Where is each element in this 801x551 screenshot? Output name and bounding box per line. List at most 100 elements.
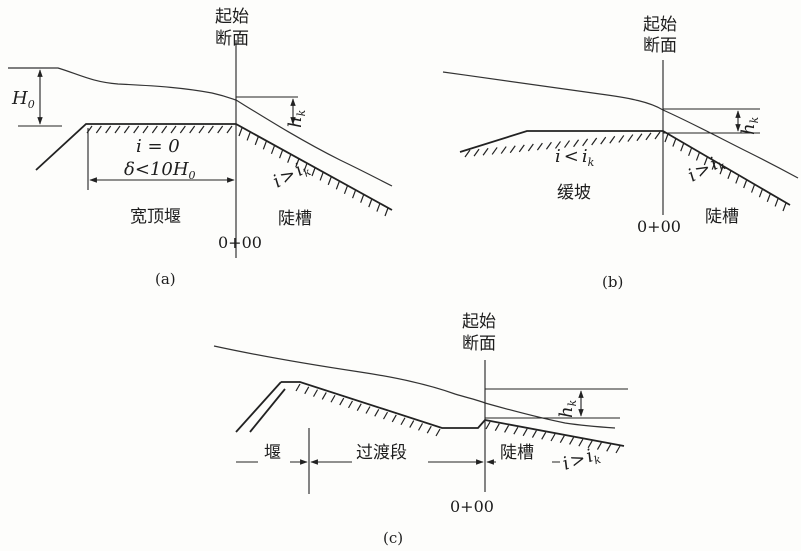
hatch-mark [238,127,243,137]
weir-upstream-face-inner [249,388,286,433]
hatch-mark [494,423,500,432]
hatch-mark [774,198,779,207]
hatch-mark [550,433,556,442]
hatch-mark [400,417,406,426]
hatch-mark [161,125,168,134]
hatch-mark [573,139,580,148]
hatch-mark [609,135,616,144]
hatch-mark [636,133,643,142]
panel-a: H0 hk 起始 断面 i = 0 δ<10H0 i>ik 宽顶堰 陡槽 0+0… [8,7,393,288]
hatch-mark [782,202,787,212]
hatch-mark [587,440,593,449]
hatch-mark [321,392,327,400]
hatch-mark [311,167,316,177]
caption-b: (b) [602,273,623,291]
hatch-mark [295,158,300,168]
hatch-mark [672,138,677,147]
hatch-mark [735,175,740,184]
mild-slope-text: 缓坡 [557,183,591,203]
chute-label: 陡槽 [500,443,534,463]
hatch-mark [719,165,724,175]
hatch-mark [582,138,589,147]
weir-label: 堰 [264,443,281,463]
caption-c: (c) [383,529,403,547]
hatch-mark [509,145,516,154]
water-surface-curve [213,345,616,429]
hatch-mark [569,437,575,445]
zero-slope-label: i = 0 [136,136,180,157]
hatch-mark [343,185,349,194]
hatch-mark [518,144,525,153]
start-section-label-bottom: 断面 [215,29,249,49]
critical-depth-label: hk [738,116,761,135]
hatch-mark [304,386,310,395]
start-section-label-top: 起始 [215,7,249,27]
hatch-mark [312,389,319,397]
start-section-label-top: 起始 [643,15,677,35]
hatch-mark [513,426,519,435]
hatch-mark [743,179,748,189]
hatch-mark [368,198,373,208]
hatch-mark [105,125,112,134]
hatch-mark [409,420,415,428]
hatch-mark [226,125,233,134]
critical-depth-label: hk [285,109,308,128]
hatch-mark [142,125,149,134]
hatch-mark [554,141,561,149]
station-label: 0+00 [218,233,262,252]
hatch-mark [627,134,634,142]
hatch-mark [151,125,158,134]
hatch-mark [356,403,362,411]
hatch-mark [664,133,669,143]
hatch-mark [123,125,130,134]
hatch-mark [545,141,552,150]
chute-label: 陡槽 [278,209,312,229]
hatch-mark [564,140,571,148]
hatch-mark [711,161,716,170]
chute-hatching [664,133,787,212]
weir-label-bg [258,442,290,464]
transition-label: 过渡段 [356,443,407,463]
hatch-mark [360,194,365,203]
hatch-mark [504,425,510,433]
hatch-mark [596,442,602,450]
hatch-mark [766,193,771,203]
hatch-mark [327,176,332,186]
hatch-mark [384,207,389,217]
panel-b: hk 起始 断面 i<ik 缓坡 i>ik 陡槽 0+00 (b) [442,15,799,291]
hatch-mark [262,141,267,150]
weir-transition-and-chute-bed [281,381,625,447]
hatch-mark [246,132,251,141]
hatch-mark [198,125,205,134]
hatch-mark [303,163,308,172]
hatch-mark [270,145,276,154]
hatch-mark [750,184,756,193]
head-label: H0 [11,88,35,111]
hatch-mark [600,136,607,145]
broad-crested-weir-label: 宽顶堰 [130,207,181,227]
hatch-mark [207,125,214,134]
hatch-mark [591,137,598,146]
hatch-mark [382,411,389,420]
chute-label-bg [496,442,552,464]
hatch-mark [654,131,661,140]
water-surface-curve [8,67,393,187]
start-section-label-top: 起始 [462,312,496,332]
hatch-mark [335,181,340,190]
hatch-mark [170,125,177,134]
hatch-mark [287,154,292,163]
mild-slope-and-chute-bed [459,130,791,206]
transition-label-bg [352,442,428,464]
station-label: 0+00 [637,217,681,236]
panel-c: hk 起始 断面 堰 过渡段 陡槽 i>ik 0+00 (c) [213,312,628,547]
caption-a: (a) [155,270,176,288]
weir-crest-and-chute-bed [35,123,393,211]
hatch-mark [536,142,543,151]
hatch-mark [473,148,480,157]
hatch-mark [376,203,381,212]
hatch-mark [491,147,498,155]
water-surface-curve [442,71,799,179]
hatch-mark [559,435,565,444]
hatch-mark [615,445,621,454]
